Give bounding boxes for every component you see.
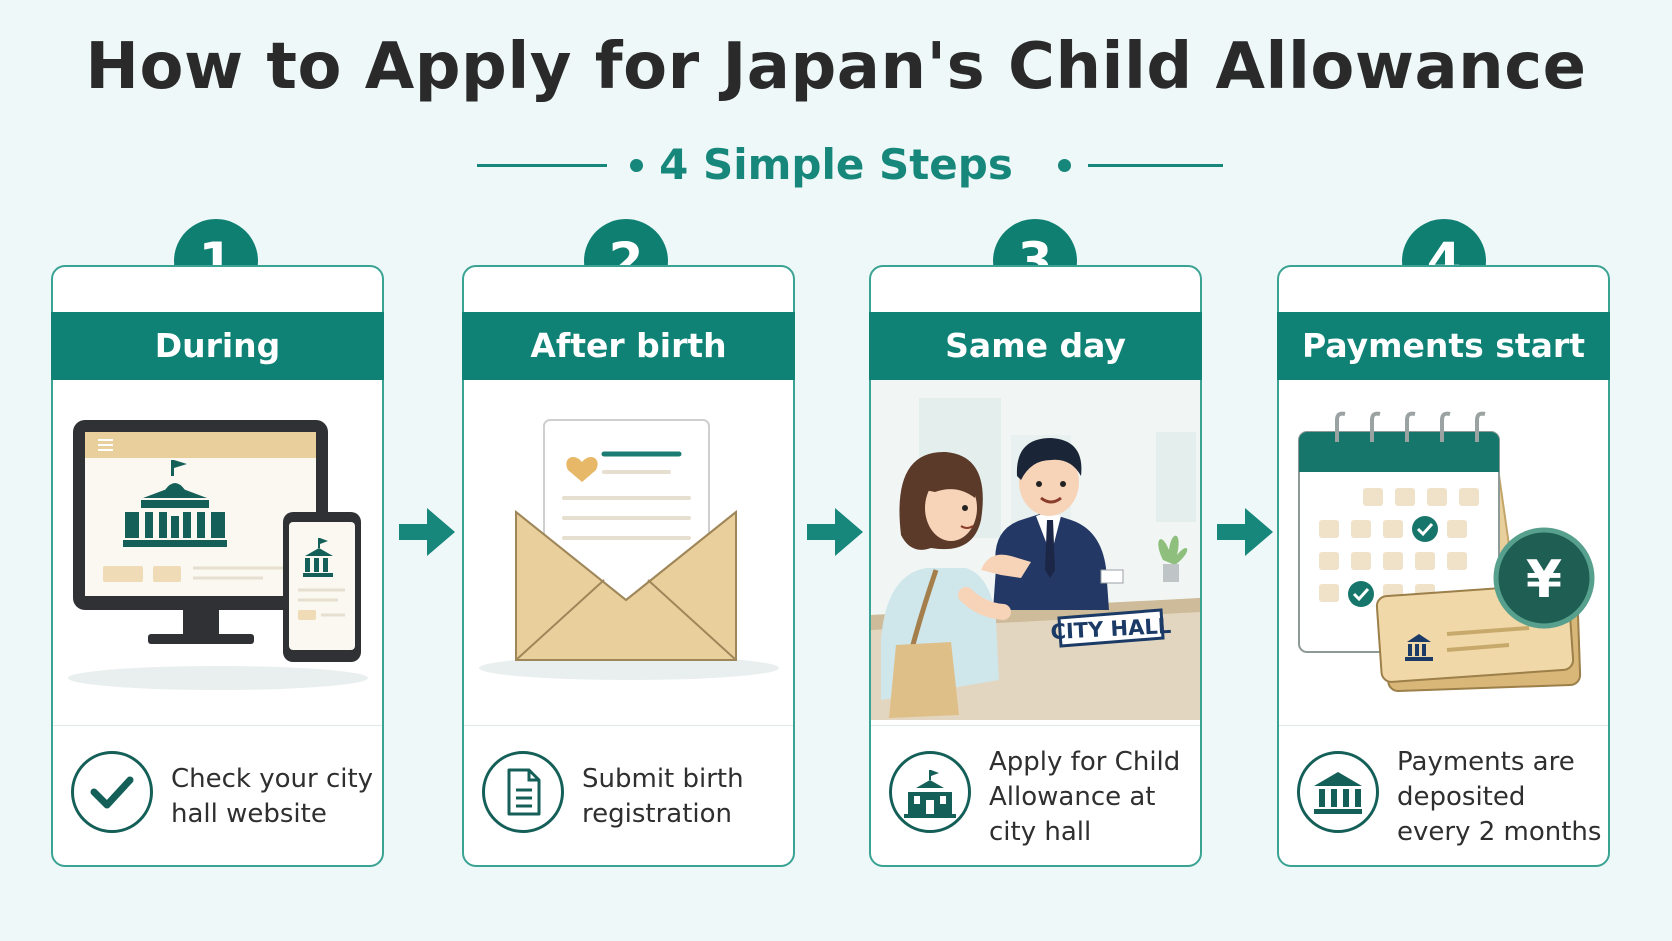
step-3-description: Apply for Child Allowance at city hall [989,737,1194,857]
step-3-header: Same day [869,312,1202,380]
arrow-right-icon [399,508,455,556]
step-3-card: Same day CITY HALL [869,265,1202,867]
arrow-right-icon [1217,508,1273,556]
subtitle-row: 4 Simple Steps [0,135,1672,195]
subtitle-line-left [477,164,607,167]
step-4-card: Payments start [1277,265,1610,867]
calendar-and-bankbook-icon: ¥ [1279,380,1608,720]
step-3-divider [871,725,1200,726]
subtitle-dot-right [1058,159,1071,172]
step-2-description: Submit birth registration [582,737,787,857]
city-hall-building-icon [889,751,971,833]
step-1-description: Check your city hall website [171,737,376,857]
subtitle-line-right [1088,164,1223,167]
step-3-description-text: Apply for Child Allowance at city hall [989,746,1181,847]
city-hall-counter-scene: CITY HALL [871,380,1200,720]
subtitle: 4 Simple Steps [659,140,1013,189]
page-title: How to Apply for Japan's Child Allowance [85,30,1587,104]
step-1-description-text: Check your city hall website [171,764,374,829]
arrow-right-icon [807,508,863,556]
bank-icon [1297,751,1379,833]
yen-coin-symbol: ¥ [1526,550,1562,610]
step-4-description-text: Payments are deposited every 2 months [1397,746,1602,847]
computer-and-phone-icon [53,380,382,720]
step-2-description-text: Submit birth registration [582,764,744,829]
checkmark-icon [71,751,153,833]
step-1-header: During pregnancy [51,312,384,433]
step-4-description: Payments are deposited every 2 months [1397,737,1602,857]
step-1-card: During pregnancy [51,265,384,867]
document-icon [482,751,564,833]
step-4-header: Payments start [1277,312,1610,380]
step-2-header: After birth [462,312,795,380]
step-1-divider [53,725,382,726]
step-2-divider [464,725,793,726]
envelope-letter-icon [464,380,793,720]
step-2-card: After birth Submit birth registration [462,265,795,867]
subtitle-dot-left [630,159,643,172]
step-4-divider [1279,725,1608,726]
